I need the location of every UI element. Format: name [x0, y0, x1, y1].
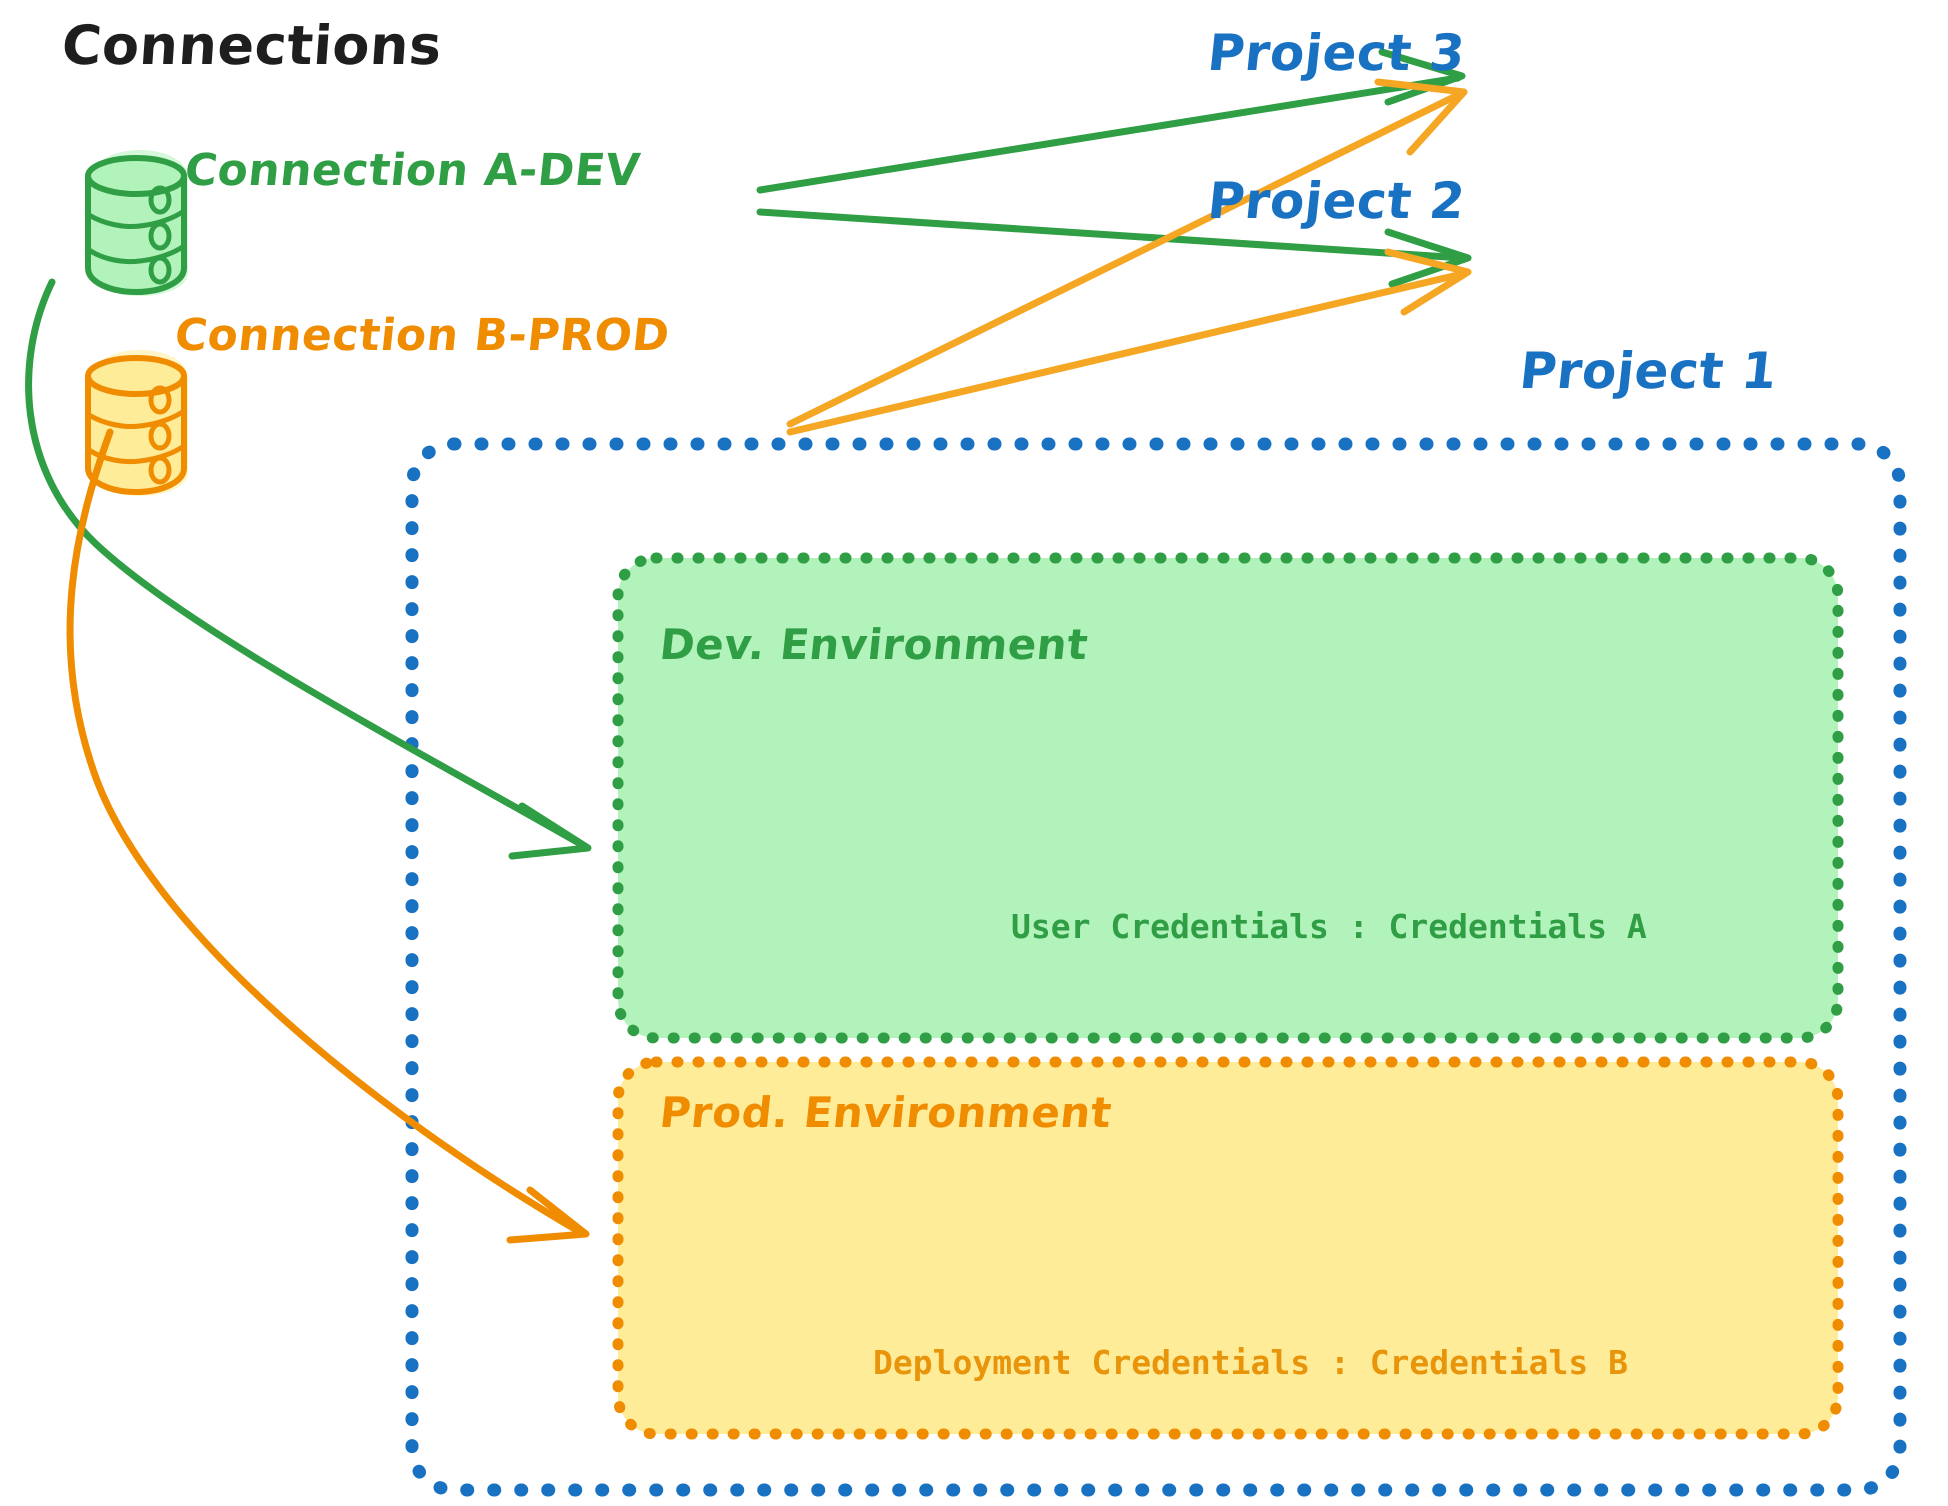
- dev-environment-fill: [618, 558, 1838, 1038]
- edge-a-dev-to-dev-environment[interactable]: [25, 278, 592, 860]
- prod-environment-title: Prod. Environment: [657, 1088, 1115, 1137]
- project-3-label[interactable]: Project 3: [1204, 24, 1469, 82]
- project-2-label[interactable]: Project 2: [1204, 172, 1469, 230]
- dev-environment-title: Dev. Environment: [657, 620, 1091, 669]
- database-cylinder-icon-green[interactable]: [85, 150, 188, 296]
- connection-b-prod-label[interactable]: Connection B-PROD: [172, 310, 673, 361]
- dev-environment-credentials: User Credentials : Credentials A: [1011, 907, 1647, 946]
- project-1-dotted-border: [405, 437, 1907, 1497]
- page-title: Connections: [59, 14, 444, 77]
- edge-a-dev-to-project-2[interactable]: [756, 208, 1472, 288]
- edge-b-prod-to-project-3[interactable]: [786, 78, 1468, 428]
- project-1-container[interactable]: [405, 437, 1907, 1497]
- project-1-label[interactable]: Project 1: [1516, 342, 1781, 400]
- prod-environment-box[interactable]: [612, 1056, 1844, 1440]
- edge-a-dev-to-project-3[interactable]: [756, 48, 1466, 194]
- prod-environment-dotted-border: [612, 1056, 1844, 1440]
- dev-environment-dotted-border: [612, 552, 1844, 1044]
- edge-b-prod-to-prod-environment[interactable]: [66, 428, 590, 1244]
- edge-b-prod-to-project-2[interactable]: [786, 248, 1472, 436]
- dev-environment-box[interactable]: [612, 552, 1844, 1044]
- database-cylinder-icon-orange[interactable]: [85, 350, 188, 496]
- connection-a-dev-label[interactable]: Connection A-DEV: [182, 145, 643, 196]
- prod-environment-credentials: Deployment Credentials : Credentials B: [873, 1343, 1628, 1382]
- prod-environment-fill: [618, 1062, 1838, 1434]
